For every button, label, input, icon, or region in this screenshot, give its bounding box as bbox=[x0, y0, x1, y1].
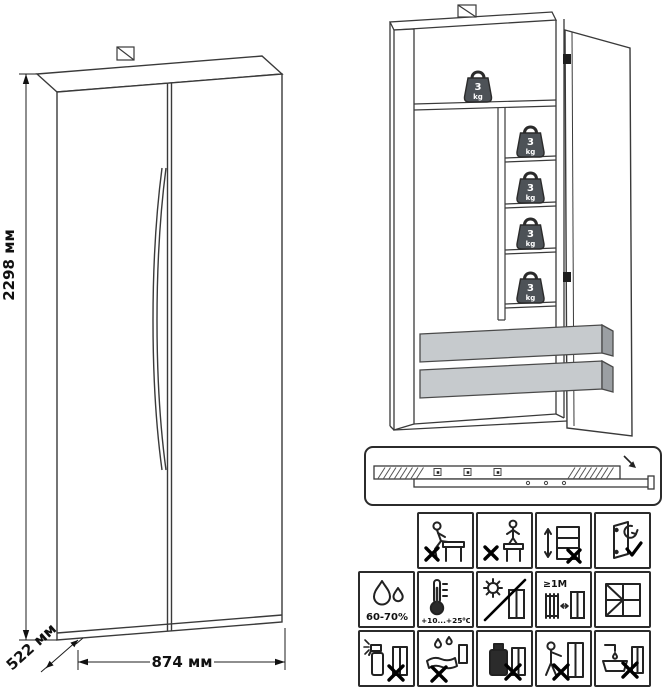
icon-cell-no-cleaners bbox=[358, 630, 415, 687]
wardrobe-front-view: 2298 мм 874 мм 522 мм bbox=[0, 46, 286, 674]
icon-cell-heater-distance: ≥1M bbox=[535, 571, 592, 628]
humidity-icon: 60-70% bbox=[365, 579, 408, 623]
drawer-side bbox=[601, 323, 614, 357]
weight-value: 3 bbox=[527, 137, 534, 148]
door-hinge bbox=[563, 272, 571, 282]
door-adjustment-check-icon bbox=[612, 520, 643, 559]
no-direct-sunlight-icon bbox=[482, 577, 526, 621]
weight-value: 3 bbox=[527, 183, 534, 194]
wardrobe-carcass bbox=[35, 55, 284, 641]
no-pushing-loaded-icon bbox=[544, 640, 584, 681]
icon-cell-no-wet-cloth bbox=[417, 630, 474, 687]
wardrobe-base-edge bbox=[56, 614, 283, 634]
humidity-label: 60-70% bbox=[365, 612, 407, 623]
no-climbing-drawers-icon bbox=[543, 525, 582, 564]
icon-cell-no-solvents bbox=[476, 630, 533, 687]
weight-unit: kg bbox=[473, 93, 483, 101]
icon-cell-humidity: 60-70% bbox=[358, 571, 415, 628]
no-water-contact-icon bbox=[601, 643, 644, 679]
weight-unit: kg bbox=[526, 294, 536, 302]
ventilated-room-icon bbox=[604, 582, 641, 617]
left-side-panel bbox=[393, 28, 415, 431]
weight-value: 3 bbox=[527, 283, 534, 294]
no-sitting-icon bbox=[423, 520, 465, 562]
door-handle bbox=[152, 167, 163, 471]
no-aggressive-cleaners-icon bbox=[362, 638, 408, 682]
no-standing-icon bbox=[482, 519, 524, 562]
weight-unit: kg bbox=[526, 148, 536, 156]
wardrobe-front-face bbox=[56, 73, 283, 641]
icon-cell-no-climbing bbox=[535, 512, 592, 569]
icon-cell-no-sunlight bbox=[476, 571, 533, 628]
icon-cell-no-sitting bbox=[417, 512, 474, 569]
shelf-weight: 3 kg bbox=[516, 217, 545, 250]
weight-unit: kg bbox=[526, 240, 536, 248]
icon-cell-door-adjust bbox=[594, 512, 651, 569]
no-wet-cloth-icon bbox=[425, 635, 468, 683]
drawer-side bbox=[601, 359, 614, 393]
weight-value: 3 bbox=[475, 82, 482, 93]
drawer-slide-diagram bbox=[373, 455, 655, 490]
icon-cell-ventilation bbox=[594, 571, 651, 628]
height-dimension-label: 2298 мм bbox=[0, 229, 18, 301]
heater-distance-icon: ≥1M bbox=[543, 579, 585, 619]
open-top-panel bbox=[388, 11, 558, 31]
shelf-weight: 3 kg bbox=[516, 125, 545, 158]
temperature-icon: +10...+25⁰C bbox=[422, 578, 470, 624]
drawer-slide-panel bbox=[364, 446, 662, 506]
wall-bracket bbox=[116, 46, 135, 61]
rail-mount-holes bbox=[433, 468, 567, 486]
icon-cell-no-water bbox=[594, 630, 651, 687]
door-hinge bbox=[563, 54, 571, 64]
icon-cell-no-pushing bbox=[535, 630, 592, 687]
weight-unit: kg bbox=[526, 194, 536, 202]
drawers bbox=[419, 323, 614, 399]
width-dimension-label: 874 мм bbox=[151, 653, 212, 671]
shelf-weight: 3 kg bbox=[516, 271, 545, 304]
temperature-label: +10...+25⁰C bbox=[422, 616, 470, 624]
shelf-weight: 3 kg bbox=[516, 171, 545, 204]
dimension-arrows bbox=[22, 74, 285, 668]
icon-cell-no-standing bbox=[476, 512, 533, 569]
no-solvents-icon bbox=[488, 642, 526, 681]
shelf-weight: 3 kg bbox=[463, 70, 493, 103]
door-handle bbox=[156, 167, 167, 471]
distance-label: ≥1M bbox=[543, 579, 567, 590]
weight-value: 3 bbox=[527, 229, 534, 240]
slide-direction-arrow bbox=[623, 455, 636, 468]
rail-hatching bbox=[377, 467, 614, 479]
wardrobe-open-view: 3 kg 3 kg 3 kg 3 kg 3 kg bbox=[388, 4, 633, 437]
icon-cell-temperature: +10...+25⁰C bbox=[417, 571, 474, 628]
wall-bracket bbox=[457, 4, 477, 18]
